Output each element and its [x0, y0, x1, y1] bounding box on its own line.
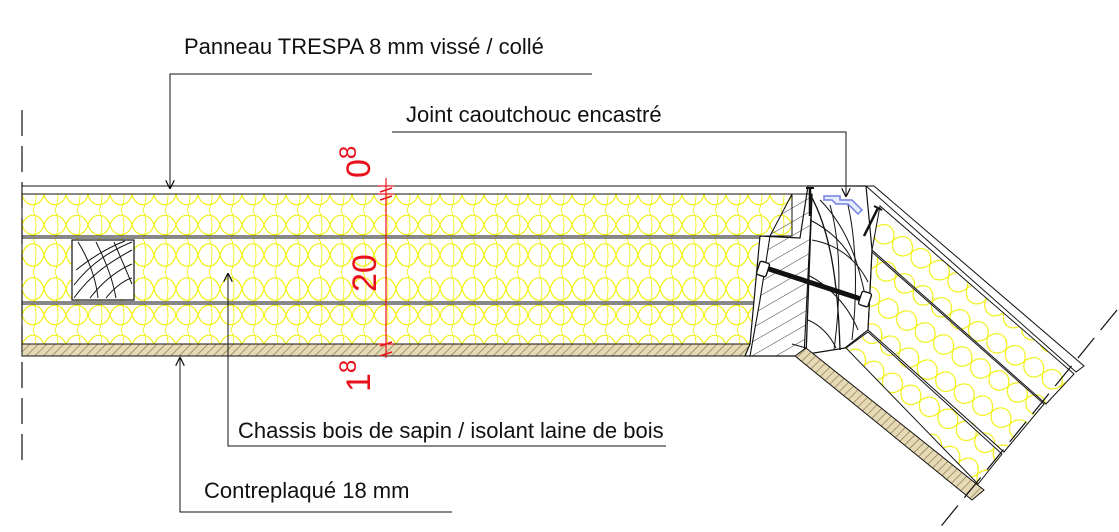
- break-line-right: [937, 309, 1118, 531]
- label-trespa-panel: Panneau TRESPA 8 mm vissé / collé: [184, 34, 544, 59]
- label-frame-insulation: Chassis bois de sapin / isolant laine de…: [238, 418, 664, 443]
- leader-frame-insulation: [228, 274, 666, 447]
- screw-icon: [806, 187, 814, 216]
- inclined-panel: [791, 185, 1085, 501]
- insulation-layer-middle: [21, 237, 793, 303]
- leader-plywood: [180, 358, 452, 513]
- plywood-layer: [21, 343, 793, 357]
- rubber-joint: [823, 195, 864, 216]
- label-plywood: Contreplaqué 18 mm: [204, 478, 409, 503]
- insulation-layer-upper: [21, 193, 793, 237]
- dim-bottom-thickness: 18: [335, 360, 378, 392]
- leader-trespa: [170, 73, 592, 188]
- dimension-line: [378, 178, 394, 358]
- trespa-panel-top: [21, 185, 813, 195]
- dim-middle-thickness: 20: [346, 254, 384, 292]
- insulation-layer-lower: [21, 303, 793, 345]
- fir-wood-batten: [71, 239, 135, 301]
- leader-joint: [392, 131, 846, 196]
- label-rubber-joint: Joint caoutchouc encastré: [406, 102, 662, 127]
- screw-icon: [862, 205, 883, 237]
- dim-top-thickness: 08: [335, 146, 378, 178]
- bolt-icon: [755, 260, 873, 308]
